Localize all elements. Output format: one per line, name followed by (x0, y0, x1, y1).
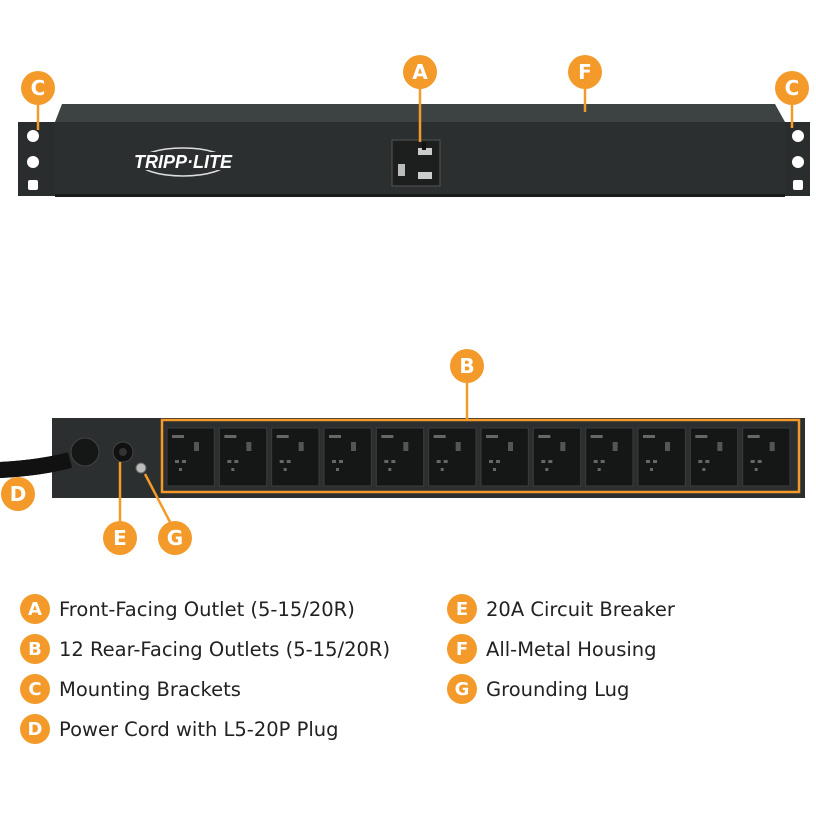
callout-e: E (103, 521, 137, 555)
callout-letter: B (459, 354, 474, 378)
legend-marker: F (447, 634, 477, 664)
tripp-lite-logo: TRIPP·LITE (134, 147, 233, 177)
rear-outlet (218, 427, 268, 487)
legend-text: 20A Circuit Breaker (486, 597, 675, 621)
legend-item-f: F All-Metal Housing (447, 634, 657, 664)
callout-c: C (775, 71, 809, 105)
legend-text: Mounting Brackets (59, 677, 241, 701)
rear-outlet (166, 427, 215, 487)
legend-text: 12 Rear-Facing Outlets (5-15/20R) (59, 637, 391, 661)
logo-text: TRIPP·LITE (134, 152, 233, 172)
front-outlet (391, 139, 441, 187)
callout-a: A (403, 55, 437, 89)
legend-item-c: C Mounting Brackets (20, 674, 241, 704)
left-mounting-bracket (18, 122, 58, 196)
legend-item-d: D Power Cord with L5-20P Plug (20, 714, 339, 744)
legend-item-a: A Front-Facing Outlet (5-15/20R) (20, 594, 355, 624)
rear-outlet (375, 427, 425, 487)
rear-outlet (637, 427, 686, 487)
legend-item-b: B 12 Rear-Facing Outlets (5-15/20R) (20, 634, 390, 664)
rear-outlets (166, 427, 791, 487)
callout-letter: C (31, 76, 46, 100)
callout-letter: G (167, 526, 183, 550)
callout-letter: C (785, 76, 800, 100)
legend-text: All-Metal Housing (486, 637, 657, 661)
rear-outlet (480, 427, 529, 487)
legend-marker: A (20, 594, 50, 624)
legend-marker: B (20, 634, 50, 664)
legend-marker: E (447, 594, 477, 624)
rear-view (0, 418, 805, 498)
callout-letter: D (10, 482, 27, 506)
legend-marker: D (20, 714, 50, 744)
rear-outlet (742, 427, 791, 487)
rear-outlets-highlight (160, 418, 801, 494)
legend-item-g: G Grounding Lug (447, 674, 629, 704)
rear-outlet (428, 427, 477, 487)
rear-outlet (271, 427, 320, 487)
legend-marker: C (20, 674, 50, 704)
legend-text: Front-Facing Outlet (5-15/20R) (59, 597, 355, 621)
grounding-lug (135, 462, 147, 474)
callout-letter: F (578, 60, 592, 84)
callout-c: C (21, 71, 55, 105)
callout-b: B (450, 349, 484, 383)
callout-letter: E (113, 526, 127, 550)
legend-item-e: E 20A Circuit Breaker (447, 594, 675, 624)
rear-outlet (532, 427, 582, 487)
callout-g: G (158, 521, 192, 555)
legend-marker: G (447, 674, 477, 704)
rear-outlet (323, 427, 372, 487)
callout-letter: A (412, 60, 428, 84)
callout-d: D (1, 477, 35, 511)
callout-f: F (568, 55, 602, 89)
front-view: TRIPP·LITE (18, 104, 810, 197)
legend-text: Power Cord with L5-20P Plug (59, 717, 339, 741)
legend-text: Grounding Lug (486, 677, 630, 701)
callout-markers: C A F C B D E G (1, 55, 809, 555)
callout-lines (36, 88, 794, 523)
rear-outlet (585, 427, 634, 487)
rear-outlet (689, 427, 739, 487)
